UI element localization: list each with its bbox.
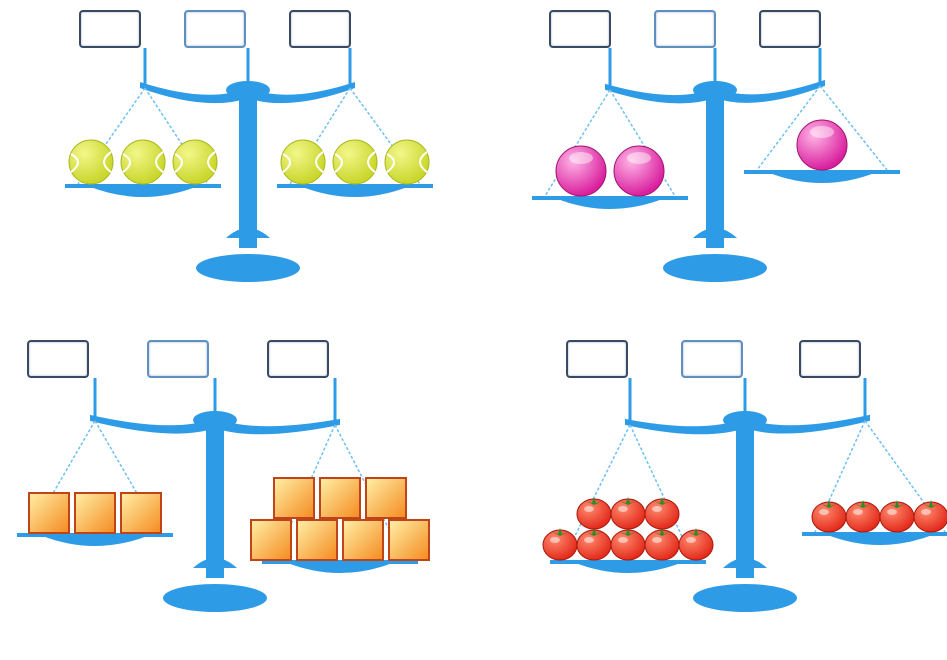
scale-pillar — [206, 418, 224, 578]
tennis-ball-icon — [384, 139, 430, 185]
tomato-icon — [644, 528, 680, 561]
left-pan-objects — [542, 497, 714, 561]
scale-drawing — [65, 48, 433, 282]
scale-pillar — [239, 88, 257, 248]
right-count-box[interactable] — [799, 340, 861, 378]
tomato-icon — [913, 500, 947, 533]
scale-base — [163, 584, 267, 612]
tomato-icon — [879, 500, 915, 533]
orange-cube-icon — [250, 519, 292, 561]
comparison-sign-box[interactable] — [654, 10, 716, 48]
scale-base — [693, 584, 797, 612]
comparison-sign-box[interactable] — [147, 340, 209, 378]
right-count-box[interactable] — [289, 10, 351, 48]
right-count-box[interactable] — [759, 10, 821, 48]
left-count-box[interactable] — [79, 10, 141, 48]
balance-scale-tennis-balls — [0, 0, 470, 320]
orange-cube-icon — [120, 492, 162, 534]
tomato-icon — [845, 500, 881, 533]
orange-cube-icon — [74, 492, 116, 534]
left-pan-objects — [68, 139, 218, 185]
scale-pillar — [736, 418, 754, 578]
tomato-icon — [576, 528, 612, 561]
tomato-icon — [644, 497, 680, 530]
tomato-icon — [576, 497, 612, 530]
tennis-ball-icon — [172, 139, 218, 185]
orange-cube-icon — [296, 519, 338, 561]
orange-cube-icon — [319, 477, 361, 519]
right-pan-objects — [250, 477, 430, 561]
left-count-box[interactable] — [27, 340, 89, 378]
comparison-sign-box[interactable] — [681, 340, 743, 378]
right-pan-objects — [280, 139, 430, 185]
tennis-ball-icon — [280, 139, 326, 185]
tennis-ball-icon — [120, 139, 166, 185]
tomato-icon — [610, 497, 646, 530]
orange-cube-icon — [273, 477, 315, 519]
pink-ball-icon — [796, 119, 848, 171]
tomato-icon — [542, 528, 578, 561]
scale-drawing — [532, 48, 900, 282]
right-count-box[interactable] — [267, 340, 329, 378]
orange-cube-icon — [342, 519, 384, 561]
balance-scale-pink-balls — [470, 0, 940, 320]
tennis-ball-icon — [68, 139, 114, 185]
right-pan-objects — [811, 500, 947, 533]
scale-drawing — [17, 378, 430, 612]
scale-base — [663, 254, 767, 282]
pink-ball-icon — [613, 145, 665, 197]
orange-cube-icon — [388, 519, 430, 561]
scale-base — [196, 254, 300, 282]
left-pan-objects — [555, 145, 665, 197]
scale-drawing — [542, 378, 947, 612]
pink-ball-icon — [555, 145, 607, 197]
left-count-box[interactable] — [549, 10, 611, 48]
balance-scale-orange-cubes — [0, 330, 470, 650]
comparison-sign-box[interactable] — [184, 10, 246, 48]
left-count-box[interactable] — [566, 340, 628, 378]
left-pan-objects — [28, 492, 162, 534]
orange-cube-icon — [365, 477, 407, 519]
balance-scale-tomatoes — [470, 330, 947, 650]
tomato-icon — [610, 528, 646, 561]
tomato-icon — [811, 500, 847, 533]
scale-pillar — [706, 88, 724, 248]
tennis-ball-icon — [332, 139, 378, 185]
tomato-icon — [678, 528, 714, 561]
right-pan-objects — [796, 119, 848, 171]
orange-cube-icon — [28, 492, 70, 534]
